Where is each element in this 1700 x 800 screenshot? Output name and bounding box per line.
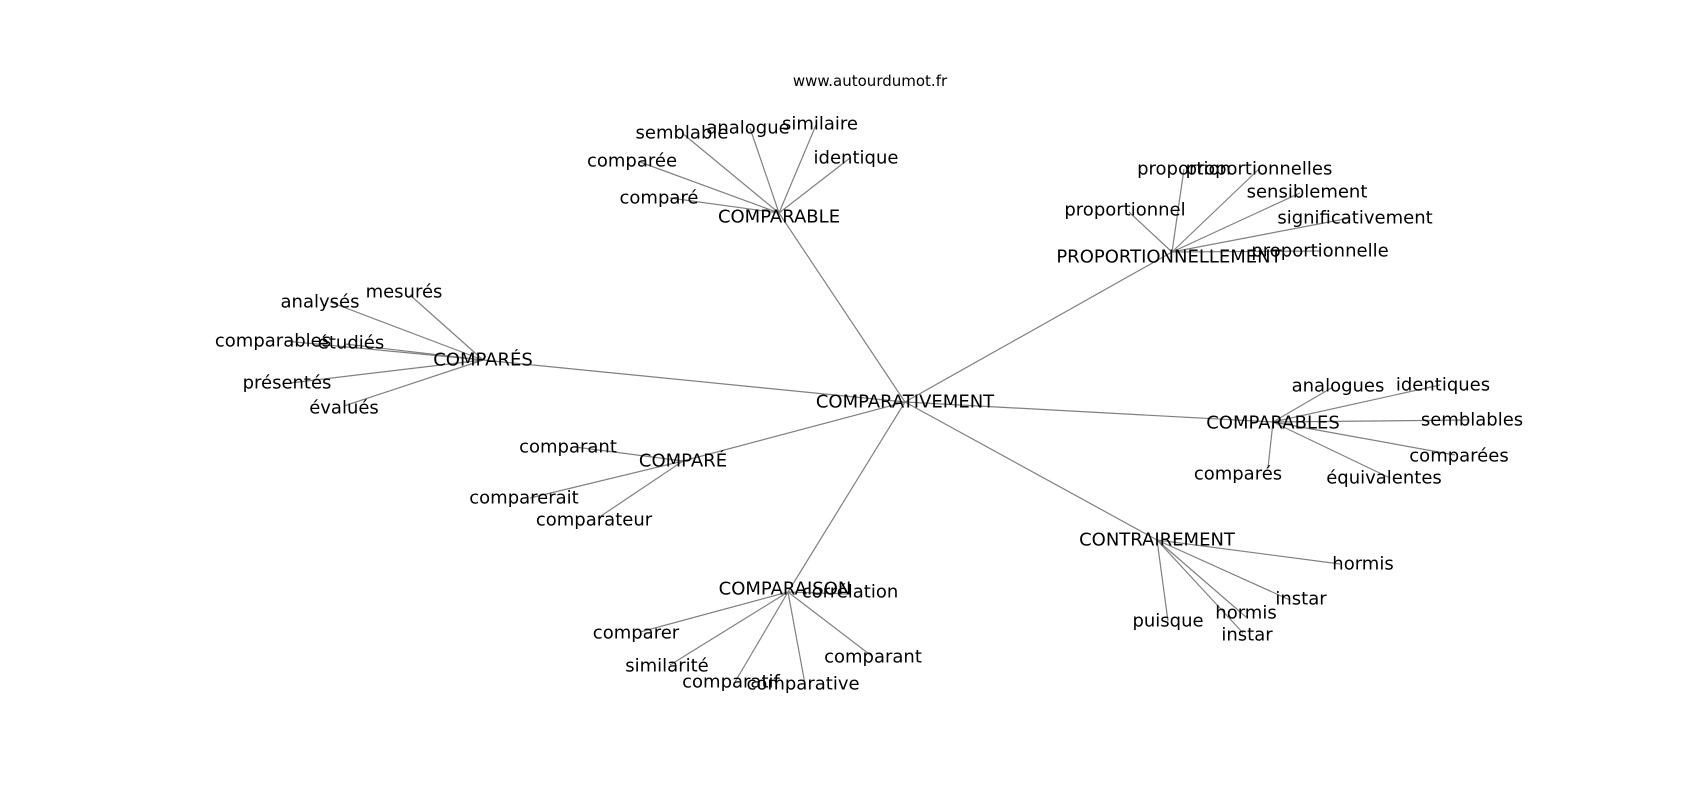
edge-contrairement-leaf-3: [1156, 539, 1244, 634]
leaf-node[interactable]: comparant: [824, 647, 922, 668]
edge-proportionnellement-leaf-1: [1171, 168, 1260, 253]
edge-comparable-leaf-0: [681, 132, 780, 214]
leaf-node[interactable]: comparée: [587, 151, 677, 172]
leaf-node[interactable]: identique: [814, 148, 899, 169]
edge-comparaison-leaf-0: [787, 591, 849, 595]
hub-node-contrairement[interactable]: CONTRAIREMENT: [1079, 530, 1236, 551]
leaf-node[interactable]: proportionnelles: [1186, 159, 1333, 180]
edge-comparaison-leaf-2: [669, 591, 789, 666]
leaf-node[interactable]: analogue: [706, 118, 789, 139]
leaf-node[interactable]: semblable: [636, 123, 729, 144]
leaf-node[interactable]: comparant: [519, 437, 617, 458]
leaf-node[interactable]: étudiés: [318, 333, 384, 354]
hub-node-comparable[interactable]: COMPARABLE: [718, 207, 840, 228]
edge-comparables-leaf-5: [1272, 421, 1391, 479]
leaf-node[interactable]: comparerait: [469, 488, 578, 509]
leaf-node[interactable]: comparées: [1409, 446, 1508, 467]
edge-proportionnellement-leaf-4: [1171, 217, 1351, 253]
edge-comparaison-leaf-4: [787, 591, 806, 685]
leaf-node[interactable]: analysés: [281, 292, 360, 313]
leaf-node[interactable]: proportion: [1137, 159, 1231, 180]
leaf-node[interactable]: comparative: [746, 674, 859, 695]
leaf-node[interactable]: comparateur: [536, 510, 653, 531]
edge-comparable-leaf-2: [778, 124, 817, 214]
edge-center-compare: [682, 401, 906, 462]
edge-compares-leaf-1: [329, 301, 484, 361]
edge-contrairement-leaf-0: [1156, 539, 1341, 565]
edge-comparables-leaf-1: [1272, 384, 1441, 423]
leaf-node[interactable]: instar: [1275, 589, 1327, 610]
leaf-node[interactable]: équivalentes: [1326, 468, 1442, 489]
leaf-node[interactable]: semblables: [1421, 410, 1523, 431]
graph-edges: [284, 124, 1469, 685]
leaf-node[interactable]: proportionnelle: [1251, 241, 1388, 262]
edge-compares-leaf-4: [289, 359, 484, 384]
edge-comparables-leaf-4: [1267, 421, 1274, 469]
center-word-node[interactable]: COMPARATIVEMENT: [816, 392, 995, 413]
leaf-node[interactable]: significativement: [1277, 208, 1432, 229]
edge-center-comparaison: [787, 401, 906, 593]
leaf-node[interactable]: similarité: [625, 656, 708, 677]
edge-center-compares: [482, 359, 906, 403]
edge-compares-leaf-0: [409, 294, 484, 361]
leaf-node[interactable]: évalués: [309, 398, 379, 419]
edge-proportionnellement-leaf-2: [1171, 192, 1301, 253]
edge-comparable-leaf-3: [778, 157, 851, 214]
leaf-node[interactable]: comparer: [593, 623, 680, 644]
edge-compares-leaf-5: [343, 359, 484, 407]
edge-comparaison-leaf-5: [787, 591, 874, 658]
edge-comparables-leaf-2: [1272, 419, 1469, 423]
leaf-node[interactable]: sensiblement: [1247, 182, 1368, 203]
leaf-node[interactable]: proportionnel: [1064, 200, 1185, 221]
edge-comparables-leaf-3: [1272, 421, 1456, 456]
leaf-node[interactable]: présentés: [243, 373, 332, 394]
edge-comparable-leaf-5: [669, 197, 780, 214]
edge-compares-leaf-3: [344, 343, 484, 361]
leaf-node[interactable]: hormis: [1215, 603, 1276, 624]
edge-center-comparables: [904, 401, 1274, 423]
edge-proportionnellement-leaf-3: [1128, 211, 1173, 253]
edge-compare-leaf-1: [529, 460, 684, 499]
leaf-node[interactable]: analogues: [1292, 376, 1385, 397]
leaf-node[interactable]: puisque: [1132, 611, 1203, 632]
edge-center-comparable: [778, 212, 906, 403]
hub-node-compare[interactable]: COMPARÉ: [639, 450, 727, 472]
leaf-node[interactable]: comparables: [215, 331, 331, 352]
leaf-node[interactable]: identiques: [1396, 375, 1490, 396]
leaf-node[interactable]: corrélation: [802, 582, 899, 603]
edge-comparables-leaf-0: [1272, 386, 1334, 423]
edge-compares-leaf-2: [284, 340, 484, 361]
edge-proportionnellement-leaf-5: [1171, 250, 1321, 253]
edge-comparaison-leaf-3: [734, 591, 789, 683]
edge-contrairement-leaf-4: [1156, 539, 1169, 622]
leaf-node[interactable]: similaire: [782, 114, 858, 135]
edge-center-contrairement: [904, 401, 1158, 541]
hub-node-comparaison[interactable]: COMPARAISON: [719, 579, 852, 600]
watermark: www.autourdumot.fr: [792, 72, 948, 90]
leaf-node[interactable]: hormis: [1332, 554, 1393, 575]
edge-compare-leaf-2: [597, 460, 684, 519]
edge-contrairement-leaf-1: [1156, 539, 1291, 601]
hub-node-proportionnellement[interactable]: PROPORTIONNELLEMENT: [1056, 247, 1282, 268]
leaf-node[interactable]: instar: [1221, 625, 1273, 646]
edge-comparable-leaf-4: [639, 161, 780, 214]
leaf-node[interactable]: comparatif: [682, 672, 780, 693]
hub-node-comparables[interactable]: COMPARABLES: [1206, 413, 1340, 434]
edge-compare-leaf-0: [574, 446, 684, 462]
edge-contrairement-leaf-2: [1156, 539, 1247, 618]
edge-proportionnellement-leaf-0: [1171, 168, 1185, 253]
edge-center-proportionnellement: [904, 251, 1173, 403]
hub-node-compares[interactable]: COMPARÉS: [433, 349, 533, 371]
graph-labels: COMPARATIVEMENTCOMPARABLEsemblableanalog…: [215, 114, 1523, 695]
leaf-node[interactable]: comparés: [1194, 464, 1282, 485]
leaf-node[interactable]: mesurés: [366, 282, 443, 303]
leaf-node[interactable]: comparé: [620, 188, 699, 209]
edge-comparable-leaf-1: [749, 127, 780, 214]
edge-comparaison-leaf-1: [639, 591, 789, 633]
